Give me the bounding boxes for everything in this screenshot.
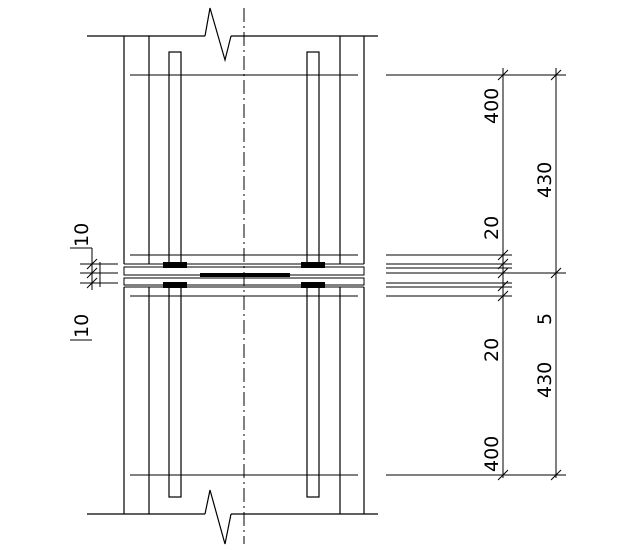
- rebar-bottom-left: [168, 286, 182, 498]
- dim-bottom-400: 400: [481, 436, 503, 472]
- rebar-bottom-right: [306, 286, 320, 498]
- weld-top-right: [301, 262, 325, 268]
- weld-bars: [163, 262, 325, 288]
- lower-plate: [123, 277, 365, 286]
- weld-center: [200, 273, 290, 277]
- dim-left-top-10: 10: [71, 223, 93, 247]
- dim-bottom-430: 430: [534, 362, 556, 398]
- weld-bottom-right: [301, 282, 325, 288]
- dim-joint-5: 5: [534, 313, 556, 325]
- section-lines: [130, 74, 358, 476]
- left-dimension: [70, 247, 118, 341]
- column-outline: [87, 7, 378, 545]
- rebar-top-left: [168, 51, 182, 265]
- dim-bottom-20: 20: [481, 338, 503, 362]
- dimension-lines: [497, 68, 562, 481]
- dim-left-bottom-10: 10: [71, 314, 93, 338]
- rebar-top-right: [306, 51, 320, 265]
- dim-top-400: 400: [481, 88, 503, 124]
- weld-bottom-left: [163, 282, 187, 288]
- dimension-extension-lines: [386, 74, 566, 476]
- dim-top-430: 430: [534, 162, 556, 198]
- weld-top-left: [163, 262, 187, 268]
- dim-top-20: 20: [481, 216, 503, 240]
